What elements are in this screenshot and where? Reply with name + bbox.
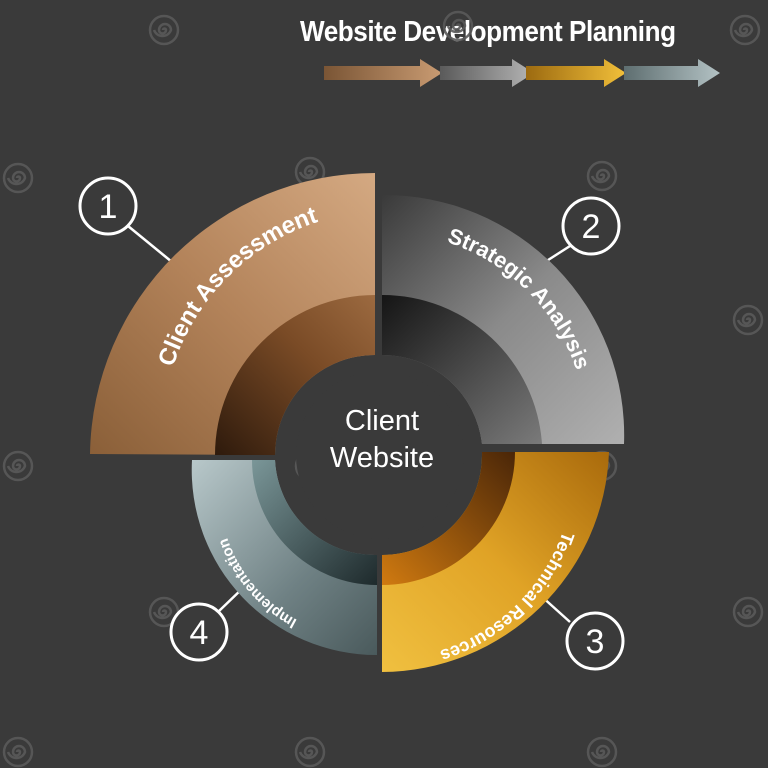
segment-technical-resources[interactable] (382, 452, 609, 672)
center-label-line1: Client (345, 405, 419, 437)
arrow-step-4 (624, 59, 720, 87)
segment-implementation[interactable] (191, 460, 377, 656)
callout-connectors (127, 225, 571, 623)
arrow-step-3 (526, 59, 626, 87)
svg-text:4: 4 (190, 614, 209, 652)
process-arrows (324, 59, 720, 87)
badge-step-1: 1 (78, 176, 138, 236)
arrow-step-2 (440, 59, 534, 87)
segment-client-assessment[interactable] (90, 172, 375, 455)
svg-text:3: 3 (586, 623, 605, 661)
center-hub (296, 371, 464, 539)
badge-step-2: 2 (561, 196, 621, 256)
segment-strategic-analysis[interactable] (382, 194, 625, 444)
badge-step-3: 3 (565, 611, 625, 671)
svg-text:1: 1 (99, 188, 118, 226)
badge-step-4: 4 (169, 602, 229, 662)
diagram-title: Website Development Planning (300, 16, 676, 48)
center-label-line2: Website (330, 442, 434, 474)
arrow-step-1 (324, 59, 442, 87)
svg-text:2: 2 (582, 208, 601, 246)
